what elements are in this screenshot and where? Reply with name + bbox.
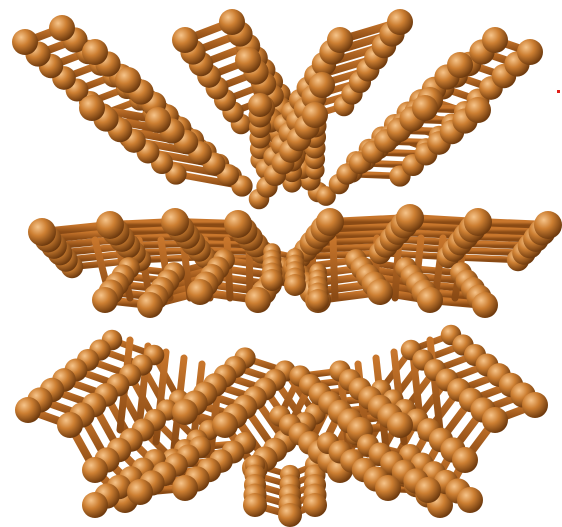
atom (396, 204, 424, 232)
atom (224, 210, 252, 238)
atom (82, 492, 108, 518)
atom (212, 412, 238, 438)
atom (172, 399, 198, 425)
atom (482, 27, 508, 53)
atom (316, 186, 336, 206)
atom (465, 97, 491, 123)
atom (57, 412, 83, 438)
atom (261, 269, 283, 291)
atom (137, 292, 163, 318)
atom (309, 72, 335, 98)
atom (412, 95, 438, 121)
atom (278, 503, 302, 527)
atom (245, 287, 271, 313)
atom (417, 287, 443, 313)
atom (284, 274, 306, 296)
atom (243, 493, 267, 517)
atom (187, 279, 213, 305)
atom (172, 475, 198, 501)
atom (115, 67, 141, 93)
atom-layer (12, 9, 562, 527)
atom (367, 279, 393, 305)
atom (482, 407, 508, 433)
atom (472, 292, 498, 318)
atom (161, 208, 189, 236)
atom (96, 211, 124, 239)
atom (79, 95, 105, 121)
atom (248, 93, 272, 117)
atom (316, 208, 344, 236)
atom (517, 39, 543, 65)
bond (329, 234, 339, 302)
red-marker (557, 90, 560, 93)
atom (49, 15, 75, 41)
atom (464, 208, 492, 236)
atom (534, 211, 562, 239)
atom (235, 47, 261, 73)
atom (82, 39, 108, 65)
atom (457, 487, 483, 513)
atom (447, 52, 473, 78)
atom (522, 392, 548, 418)
atom (303, 493, 327, 517)
atom (127, 479, 153, 505)
atom (12, 29, 38, 55)
atom (387, 9, 413, 35)
atom (219, 9, 245, 35)
atom (307, 289, 329, 311)
atom (82, 457, 108, 483)
atom (15, 397, 41, 423)
atom (302, 102, 328, 128)
atom (145, 107, 171, 133)
atom (387, 412, 413, 438)
atom (415, 477, 441, 503)
atom (375, 475, 401, 501)
atom (92, 287, 118, 313)
atom (452, 447, 478, 473)
atom (327, 27, 353, 53)
atom (172, 27, 198, 53)
atom (28, 218, 56, 246)
